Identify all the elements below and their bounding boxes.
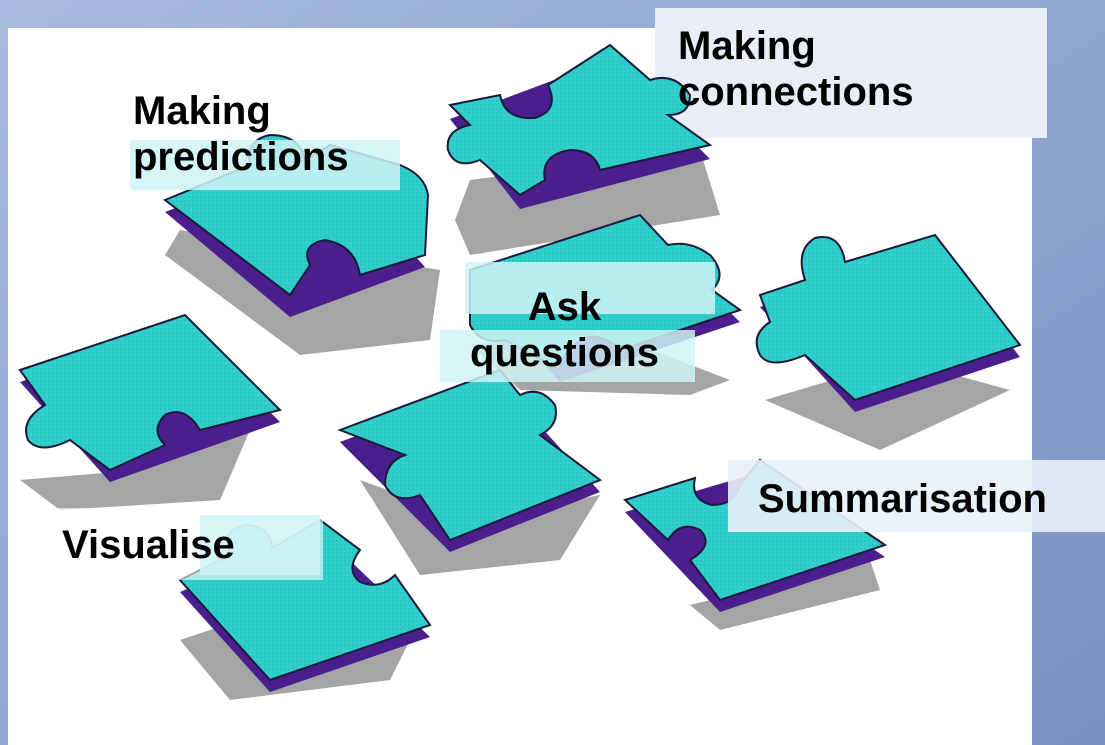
ask-questions-line2: questions: [470, 331, 659, 375]
making-predictions-line2: predictions: [133, 135, 349, 179]
summarisation-label-box: [728, 460, 1105, 532]
visualise-label: Visualise: [62, 523, 235, 567]
puzzle-piece-connections: [446, 43, 720, 255]
puzzle-piece-left: [18, 313, 282, 510]
puzzle-piece-centre: [337, 368, 603, 575]
ask-questions-label: Ask questions: [442, 284, 687, 376]
making-connections-label: Making connections: [678, 23, 914, 115]
making-connections-line1: Making: [678, 24, 816, 68]
ask-label-box: [465, 262, 715, 314]
puzzle-piece-right: [755, 233, 1022, 450]
questions-label-box: [440, 330, 695, 382]
visualise-label-box: [200, 515, 320, 575]
summarisation-label: Summarisation: [758, 477, 1047, 521]
ask-questions-line1: Ask: [527, 285, 602, 329]
making-predictions-label: Making predictions: [133, 88, 349, 180]
predictions-label-box: [130, 140, 400, 190]
connections-label-panel: [655, 8, 1047, 138]
making-predictions-line1: Making: [133, 89, 271, 133]
making-connections-line2: connections: [678, 70, 914, 114]
